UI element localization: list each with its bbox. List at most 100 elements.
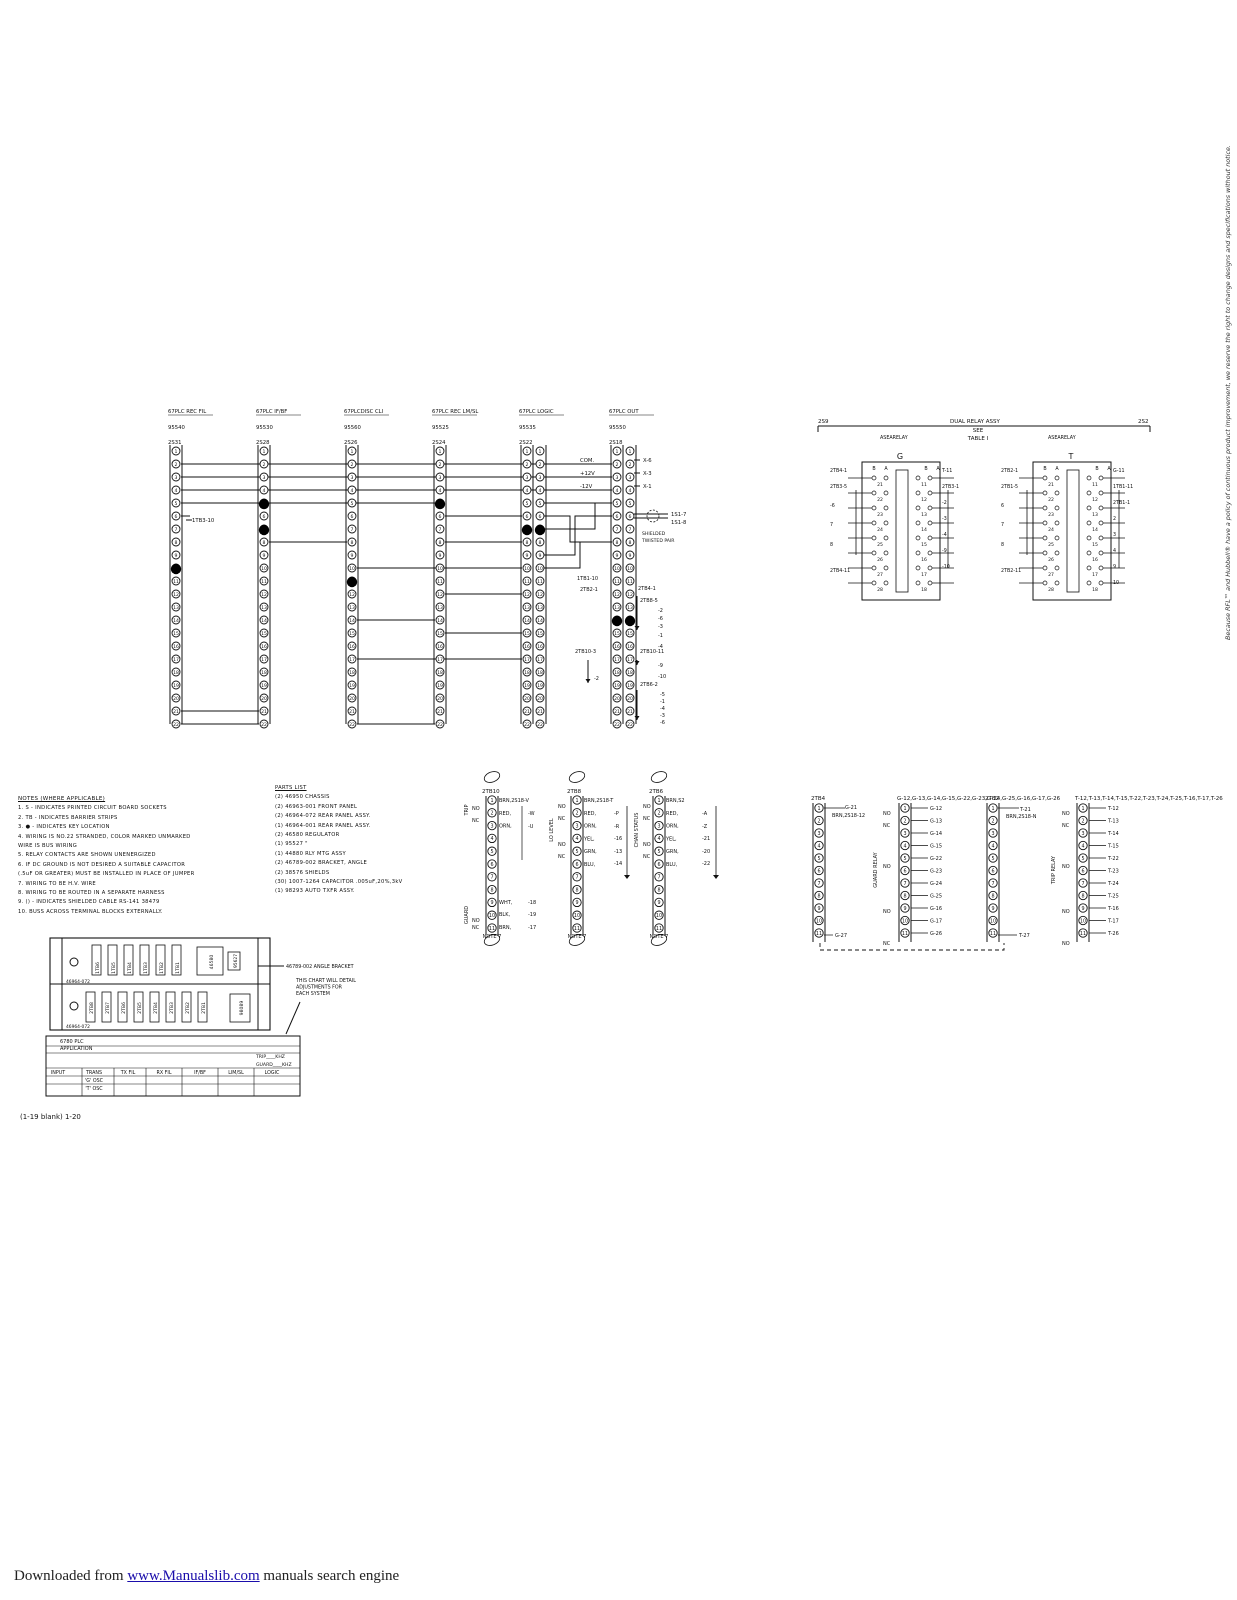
pin-number: 6 <box>526 514 529 520</box>
socket-pin <box>435 550 445 560</box>
pin-number: 4 <box>175 488 178 494</box>
pin-number: 8 <box>657 887 660 893</box>
socket-name: 2S26 <box>344 440 358 446</box>
pin-number: 3 <box>526 475 529 481</box>
pin-number: 10 <box>524 566 530 572</box>
socket-pin-back <box>625 602 635 612</box>
tb-wire: T-27 <box>1018 933 1030 939</box>
contact <box>871 490 877 496</box>
contact <box>1086 520 1092 526</box>
relay-out: 9 <box>1113 564 1116 570</box>
pin-number: 1 <box>629 449 632 455</box>
pin-number: 9 <box>629 553 632 559</box>
relay-in: 2TB4-11 <box>830 568 850 574</box>
socket-pin <box>612 524 622 534</box>
contact-tag: NO <box>643 842 651 848</box>
pin-number: 16 <box>537 644 543 650</box>
regulator-box <box>229 993 251 1023</box>
note-line: 1. S - INDICATES PRINTED CIRCUIT BOARD S… <box>18 805 167 812</box>
pin-number: 13 <box>437 605 443 611</box>
pin-number: 8 <box>1081 893 1084 899</box>
wire-label: RED, <box>666 811 678 817</box>
pin-number: 13 <box>614 605 620 611</box>
terminal-label: 1TB1-10 <box>577 576 598 582</box>
module-title: 67PLC REC FIL <box>168 409 206 415</box>
socket-pin <box>347 537 357 547</box>
pin-number: 19 <box>173 683 179 689</box>
strip-name: 1TB6 <box>95 962 101 974</box>
pin-number: 1 <box>575 798 578 804</box>
pin-number: 15 <box>537 631 543 637</box>
pin-number: 9 <box>991 906 994 912</box>
socket-pin-back <box>535 511 545 521</box>
pin-number: 5 <box>539 501 542 507</box>
wire-label: BLU, <box>584 862 596 868</box>
out-label: -4 <box>660 706 665 712</box>
contact-number: 17 <box>921 572 927 578</box>
pin-number: 4 <box>991 843 994 849</box>
contact <box>1042 475 1048 481</box>
contact-number: 17 <box>1092 572 1098 578</box>
contact-tag: NC <box>883 941 891 947</box>
pin-number: 16 <box>173 644 179 650</box>
socket-pin <box>347 589 357 599</box>
adjustment-table <box>45 1035 301 1097</box>
socket-pin <box>435 563 445 573</box>
tb-terminal <box>814 803 824 813</box>
socket-pin <box>171 654 181 664</box>
pin-number: 14 <box>261 618 267 624</box>
socket-pin <box>612 511 622 521</box>
wire-label: GRN, <box>666 849 679 855</box>
relay-in: 6 <box>1001 503 1004 509</box>
tb-terminal <box>1078 915 1088 926</box>
pin-number: 13 <box>627 605 633 611</box>
socket-pin <box>259 537 269 547</box>
tb-wire: G-27 <box>835 933 847 939</box>
pin-number: 11 <box>627 579 633 585</box>
contact <box>927 550 933 556</box>
socket-pin <box>259 654 269 664</box>
pin-number: 12 <box>537 592 543 598</box>
contact-tag: NO <box>1062 811 1070 817</box>
socket-pin <box>259 667 269 677</box>
mount-hole <box>69 957 79 967</box>
pin-number: 4 <box>351 488 354 494</box>
pin-number: 12 <box>524 592 530 598</box>
manualslib-link[interactable]: www.Manualslib.com <box>127 1568 260 1584</box>
socket-pin <box>435 615 445 625</box>
contact-number: 23 <box>877 512 883 518</box>
pin-number: 3 <box>991 831 994 837</box>
tb-wire: G-14 <box>930 831 942 837</box>
pin-number: 1 <box>263 449 266 455</box>
contact-number: 18 <box>1092 587 1098 593</box>
contact <box>883 580 889 586</box>
pin-number: 10 <box>990 918 996 924</box>
strip-name: 2TB3 <box>169 1002 175 1014</box>
pin-number: 2 <box>616 462 619 468</box>
contact-number: 12 <box>1092 497 1098 503</box>
tb-terminal <box>900 853 910 863</box>
pin-number: 11 <box>261 579 267 585</box>
contact <box>1042 580 1048 586</box>
pin-number: 14 <box>437 618 443 624</box>
contact-number: 11 <box>1092 482 1098 488</box>
contact-number: 12 <box>921 497 927 503</box>
pin-number: 1 <box>526 449 529 455</box>
pin-number: 2 <box>903 818 906 824</box>
tb-wire: T-26 <box>1107 931 1119 937</box>
pin-number: 21 <box>437 709 443 715</box>
socket-pin <box>435 641 445 651</box>
supply-label: +12V <box>580 471 595 477</box>
socket-pin <box>171 628 181 638</box>
wire-end: -19 <box>528 912 536 918</box>
contact-header: B <box>924 466 927 472</box>
socket-pin <box>171 498 181 508</box>
tb-wire: G-26 <box>930 931 942 937</box>
out-connections: COM.+12V-12VX-6X-3X-11TB3-101S1-71S1-8SH… <box>186 458 687 726</box>
pin-number: 2 <box>657 811 660 817</box>
parts-line: (2) 46964-072 REAR PANEL ASSY. <box>275 813 371 820</box>
table-row: 'T' OSC <box>85 1086 103 1092</box>
tb-terminal <box>1078 840 1088 851</box>
table-row: 'G' OSC <box>85 1078 104 1084</box>
